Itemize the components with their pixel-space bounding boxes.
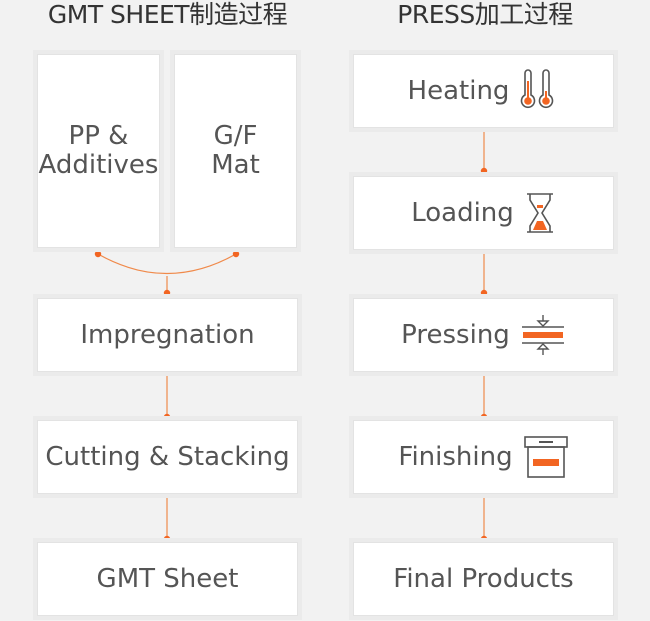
press-step-label: Finishing xyxy=(398,442,513,472)
gmt-input-pp-additives: PP & Additives xyxy=(37,54,160,248)
press-step-finishing: Finishing xyxy=(353,420,614,494)
press-step-final-products: Final Products xyxy=(353,542,614,616)
press-step-label: Final Products xyxy=(393,564,574,594)
hourglass-icon xyxy=(524,191,556,235)
press-column-title: PRESS加工过程 xyxy=(397,0,573,29)
box-icon xyxy=(523,435,569,479)
gmt-input-gf-mat: G/F Mat xyxy=(174,54,297,248)
press-step-loading: Loading xyxy=(353,176,614,250)
press-step-heating: Heating xyxy=(353,54,614,128)
merge-curve xyxy=(97,253,237,274)
connector-dot xyxy=(480,167,488,175)
gmt-input-label: G/F Mat xyxy=(211,121,260,180)
gmt-step-gmt-sheet: GMT Sheet xyxy=(37,542,298,616)
thermometer-icon xyxy=(519,69,559,113)
gmt-column-title: GMT SHEET制造过程 xyxy=(47,0,288,29)
press-step-label: Heating xyxy=(407,76,510,106)
gmt-input-label: PP & Additives xyxy=(38,121,159,180)
connector-dot xyxy=(94,250,102,258)
connector-dot xyxy=(480,289,488,297)
press-step-label: Pressing xyxy=(401,320,510,350)
gmt-step-cutting-stacking: Cutting & Stacking xyxy=(37,420,298,494)
connector-dot xyxy=(232,250,240,258)
gmt-step-label: Impregnation xyxy=(80,320,255,350)
press-icon xyxy=(520,313,566,357)
gmt-step-label: Cutting & Stacking xyxy=(45,442,290,472)
connector-dot xyxy=(163,289,171,297)
press-step-label: Loading xyxy=(411,198,514,228)
gmt-step-impregnation: Impregnation xyxy=(37,298,298,372)
gmt-step-label: GMT Sheet xyxy=(96,564,239,594)
press-step-pressing: Pressing xyxy=(353,298,614,372)
